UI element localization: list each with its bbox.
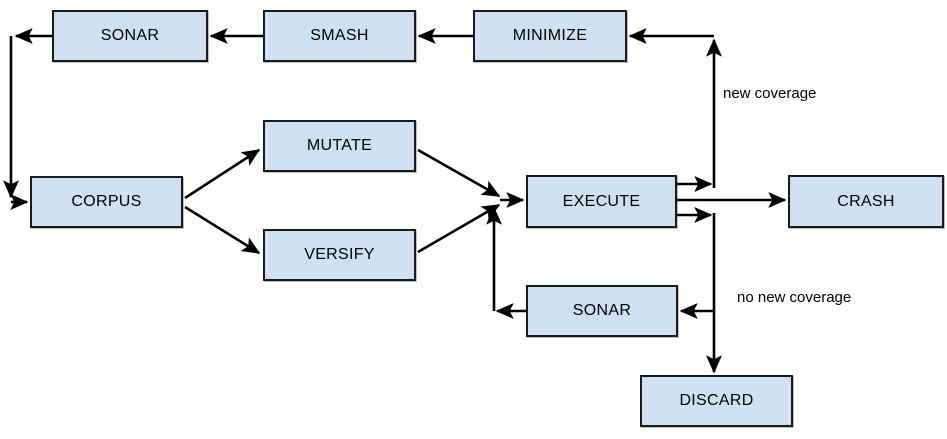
node-label: CORPUS [71, 193, 142, 210]
node-label: SONAR [572, 302, 632, 319]
node-smash[interactable]: SMASH [263, 10, 416, 62]
node-versify[interactable]: VERSIFY [263, 229, 416, 281]
node-mutate[interactable]: MUTATE [263, 120, 416, 172]
node-label: SONAR [100, 27, 160, 44]
node-execute[interactable]: EXECUTE [526, 175, 677, 228]
node-label: EXECUTE [562, 192, 641, 210]
edge-label-no-new-coverage: no new coverage [737, 289, 852, 306]
node-label: VERSIFY [304, 246, 375, 263]
node-minimize[interactable]: MINIMIZE [473, 10, 627, 62]
node-label: CRASH [837, 192, 895, 210]
node-corpus[interactable]: CORPUS [30, 176, 183, 228]
node-crash[interactable]: CRASH [788, 175, 944, 228]
node-discard[interactable]: DISCARD [640, 375, 793, 427]
edge-corpus-to-versify [184, 205, 261, 255]
edge-corpus-to-mutate [184, 148, 261, 200]
node-label: DISCARD [679, 392, 754, 409]
node-sonar-bottom[interactable]: SONAR [526, 285, 678, 337]
node-label: MINIMIZE [512, 27, 588, 44]
node-sonar-top[interactable]: SONAR [52, 10, 208, 62]
edge-mutate-to-execute [417, 148, 501, 198]
edge-label-new-coverage: new coverage [723, 85, 817, 102]
edge-versify-to-execute [417, 203, 501, 254]
node-label: SMASH [310, 27, 369, 44]
node-label: MUTATE [306, 137, 373, 154]
